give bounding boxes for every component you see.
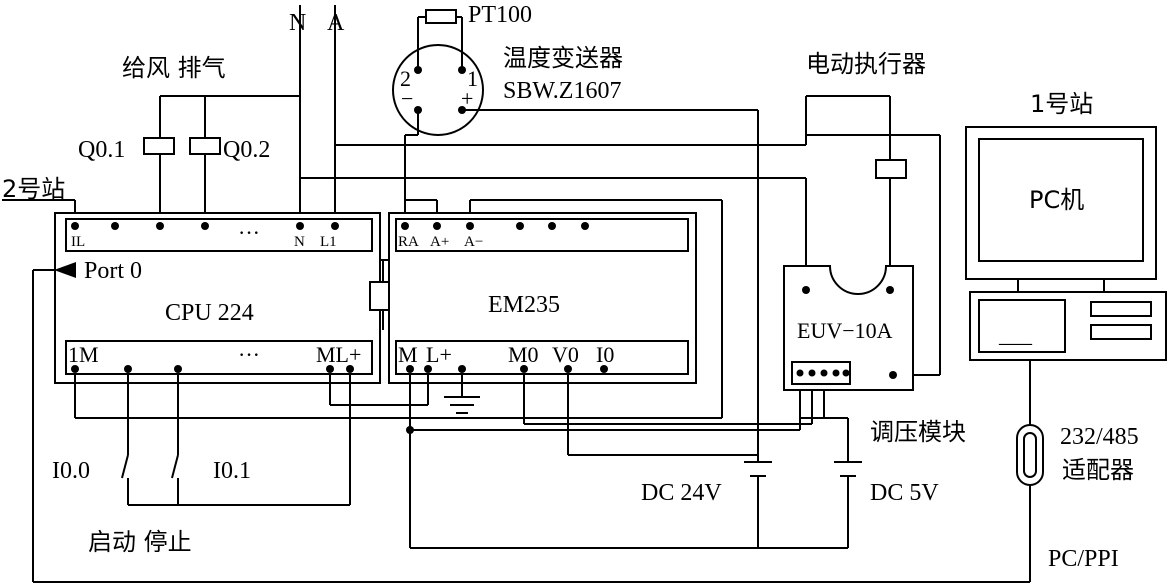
pc-label: PC机 xyxy=(1029,186,1084,214)
em-bottom-m0: M0 xyxy=(508,342,539,367)
em235-module: RA A+ A− EM235 M L+ M0 V0 I0 xyxy=(388,212,697,384)
switch-i01 xyxy=(171,454,179,479)
em-bottom-lplus: L+ xyxy=(426,342,452,367)
transmitter-pin2: 2 xyxy=(400,66,411,91)
euv-label: EUV−10A xyxy=(797,318,893,343)
n-line-label: N xyxy=(289,10,306,36)
em-top-ra: RA xyxy=(398,234,419,250)
actuator-coil xyxy=(875,159,907,179)
q01-label: Q0.1 xyxy=(78,137,125,163)
i00-label: I0.0 xyxy=(52,458,90,484)
em-bottom-m: M xyxy=(398,342,418,367)
cpu224-module: IL ··· N L1 Port 0 CPU 224 1M ··· ML+ xyxy=(54,212,381,384)
adapter-label-line2: 适配器 xyxy=(1062,456,1134,484)
cpu-bottom-ml: ML+ xyxy=(316,342,361,367)
transmitter-model: SBW.Z1607 xyxy=(503,78,621,104)
port0-label: Port 0 xyxy=(84,258,142,284)
relay-coil-q02 xyxy=(189,137,221,155)
cpu-bottom-terminal-strip xyxy=(65,340,373,375)
cpu-top-l1: L1 xyxy=(320,234,337,250)
switch-i00 xyxy=(121,454,129,479)
pt100-sensor xyxy=(417,9,463,68)
cpu-bottom-ellipsis: ··· xyxy=(238,342,260,367)
euv10a-module: EUV−10A xyxy=(783,265,914,391)
cpu-top-ellipsis: ··· xyxy=(238,220,260,245)
temperature-transmitter: 2 1 − + xyxy=(392,44,484,136)
em-top-terminal-strip xyxy=(395,218,689,252)
rs232-485-adapter-icon xyxy=(1016,424,1044,486)
port0-arrow-icon xyxy=(54,262,76,278)
em-bottom-v0: V0 xyxy=(552,342,579,367)
pc-station: PC机 ___ xyxy=(965,126,1167,361)
em-name: EM235 xyxy=(488,292,560,318)
em-bottom-terminal-strip xyxy=(395,340,689,375)
station2-label: 2号站 xyxy=(2,175,65,203)
cpu-bottom-1m: 1M xyxy=(68,342,99,367)
pc-slot-1 xyxy=(1090,301,1152,317)
cpu-top-il: IL xyxy=(71,234,85,250)
actuator-label: 电动执行器 xyxy=(806,50,926,78)
transmitter-minus: − xyxy=(401,86,413,111)
pc-monitor-screen xyxy=(978,138,1144,262)
pc-drive-slot: ___ xyxy=(998,322,1033,347)
transmitter-plus: + xyxy=(461,86,473,111)
adapter-label-line1: 232/485 xyxy=(1060,424,1139,450)
voltage-module-label: 调压模块 xyxy=(870,418,966,446)
bottom-wiring xyxy=(32,134,1031,583)
pc-slot-2 xyxy=(1090,324,1152,340)
em-top-a-plus: A+ xyxy=(430,234,449,250)
i01-label: I0.1 xyxy=(213,458,251,484)
fan-exhaust-label: 给风 排气 xyxy=(122,54,226,82)
q02-label: Q0.2 xyxy=(223,137,270,163)
relay-coil-q01 xyxy=(143,137,175,155)
station1-label: 1号站 xyxy=(1030,90,1093,118)
transmitter-name: 温度变送器 xyxy=(503,44,623,72)
em-bottom-i0: I0 xyxy=(596,342,614,367)
pcppi-label: PC/PPI xyxy=(1048,546,1119,572)
cpu-name: CPU 224 xyxy=(165,300,254,326)
transmitter-pin1: 1 xyxy=(467,66,478,91)
start-stop-label: 启动 停止 xyxy=(88,528,192,556)
pt100-label: PT100 xyxy=(468,2,532,28)
em-top-a-minus: A− xyxy=(464,234,483,250)
dc24v-label: DC 24V xyxy=(641,480,722,506)
pc-drive-bay xyxy=(978,299,1066,353)
cpu-top-n: N xyxy=(294,234,305,250)
dc5v-label: DC 5V xyxy=(870,480,939,506)
